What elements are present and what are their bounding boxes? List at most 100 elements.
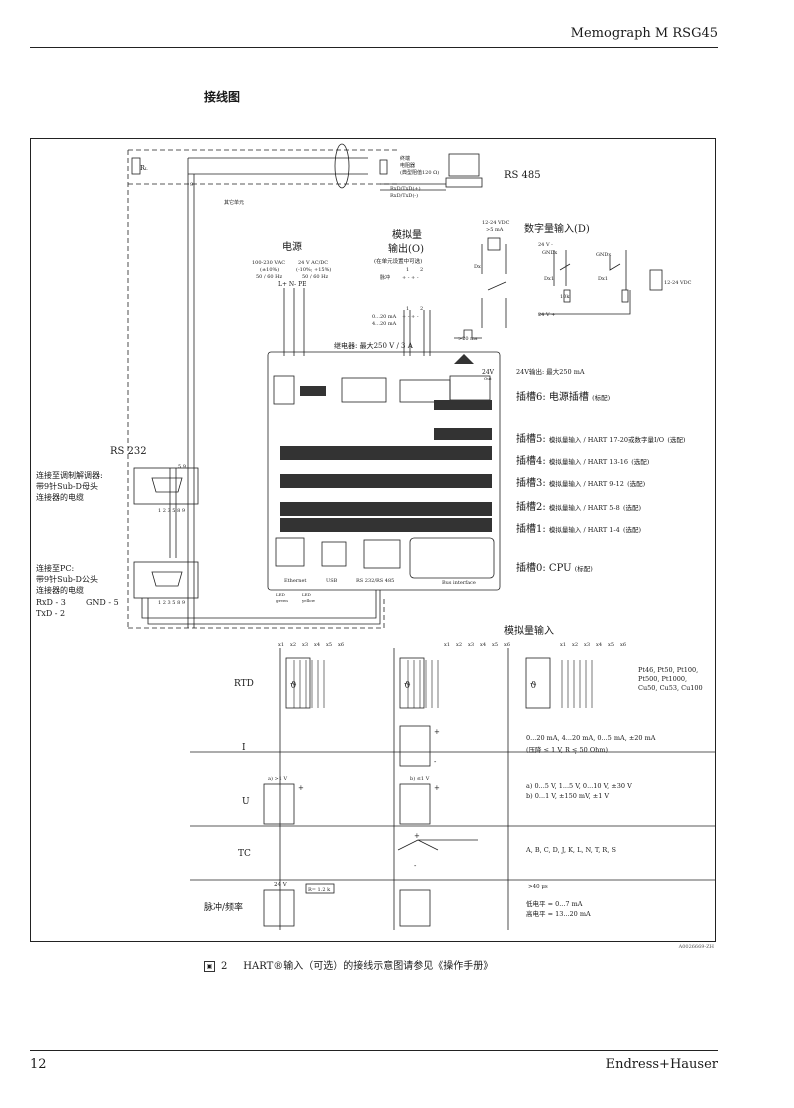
- din-24neg: 24 V -: [538, 242, 553, 248]
- ain-terminal-x6-c: x6: [620, 642, 626, 648]
- device-24v: 24V: [482, 369, 495, 376]
- brand-name: Endress+Hauser: [605, 1057, 718, 1072]
- power-dc-2: (-10%; +15%): [296, 266, 331, 273]
- rtd-type-2: Pt500, Pt1000,: [638, 675, 687, 683]
- tc-types: A, B, C, D, J, K, L, N, T, R, S: [525, 846, 616, 854]
- out24-label: 24V输出: 最大250 mA: [516, 367, 585, 376]
- port-bus: Bus interface: [442, 580, 476, 586]
- aout-polarity-a: + - + -: [402, 275, 419, 281]
- aout-title-1: 模拟量: [392, 228, 422, 241]
- i-label: I: [242, 743, 246, 753]
- ain-terminal-x3-c: x3: [584, 642, 590, 648]
- ain-terminal-x1-b: x1: [444, 642, 450, 648]
- modem-line-3: 连接器的电缆: [36, 492, 84, 502]
- ain-terminal-x4-c: x4: [596, 642, 602, 648]
- pc-line-2: 带9针Sub-D公头: [36, 574, 98, 584]
- i-note: (压降 ≤ 1 V, R ≤ 50 Ohm): [526, 745, 608, 754]
- terminator-1: 终端: [400, 155, 410, 162]
- led-yellow: yellow: [301, 598, 316, 603]
- din-title: 数字量输入(D): [524, 222, 590, 235]
- din-supply: 12-24 VDC: [482, 220, 510, 226]
- i-note-sub: i: [575, 750, 577, 755]
- power-terminals: L+ N- PE: [278, 281, 307, 288]
- rtd-type-1: Pt46, Pt50, Pt100,: [638, 666, 698, 674]
- power-ac-3: 50 / 60 Hz: [256, 274, 283, 280]
- slot6-label: 插槽6: 电源插槽 (标配): [516, 390, 611, 403]
- u-b-label: b) ≤1 V: [410, 775, 430, 782]
- ain-terminal-x3-b: x3: [468, 642, 474, 648]
- ain-terminal-x1: x1: [278, 642, 284, 648]
- rtd-label: RTD: [234, 679, 254, 689]
- ain-terminal-x5-b: x5: [492, 642, 498, 648]
- port-ethernet: Ethernet: [284, 578, 306, 584]
- header-product: Memograph M RSG45: [570, 26, 718, 41]
- u-plus-b: +: [434, 784, 440, 792]
- din-dx1: Dx1: [544, 276, 554, 282]
- din-supply-2: >5 mA: [486, 227, 504, 233]
- caption-text: HART®输入（可选）的接线示意图请参见《操作手册》: [243, 961, 494, 972]
- tc-minus: -: [414, 862, 417, 870]
- slot2-label: 插槽2: 模拟量输入 / HART 5-8 (选配): [516, 500, 641, 513]
- ain-terminal-x3: x3: [302, 642, 308, 648]
- aout-pulse: 脉冲: [380, 274, 390, 281]
- din-gndx: GNDx: [542, 250, 557, 256]
- tc-plus: +: [414, 832, 420, 840]
- pc-line-3: 连接器的电缆: [36, 585, 84, 595]
- reference-code: A0026669-ZH: [678, 944, 714, 950]
- slot4-label: 插槽4: 模拟量输入 / HART 13-16 (选配): [516, 454, 650, 467]
- power-ac-1: 100-230 VAC: [252, 260, 285, 266]
- ain-title: 模拟量输入: [504, 624, 554, 637]
- rtd-theta-1: ϑ: [290, 681, 297, 691]
- ain-terminal-x4: x4: [314, 642, 320, 648]
- u-a-label: a) >1 V: [268, 775, 287, 782]
- slot1-label: 插槽1: 模拟量输入 / HART 1-4 (选配): [516, 522, 641, 535]
- device-24v-out: Out: [484, 376, 492, 381]
- power-title: 电源: [282, 240, 302, 253]
- i-range: 0...20 mA, 4...20 mA, 0...5 mA, ±20 mA: [526, 734, 656, 742]
- ain-terminal-x2: x2: [290, 642, 296, 648]
- aout-ma1: 0...20 mA: [372, 314, 397, 320]
- page-number: 12: [30, 1057, 47, 1072]
- rtd-type-3: Cu50, Cu53, Cu100: [638, 684, 703, 692]
- rs232-title: RS 232: [110, 446, 147, 457]
- rs485-label: RS 485: [504, 170, 541, 181]
- din-24pos: 24 V +: [538, 312, 555, 318]
- slot3-label: 插槽3: 模拟量输入 / HART 9-12 (选配): [516, 476, 646, 489]
- slot5-label: 插槽5: 模拟量输入 / HART 17-20或数字量I/O (选配): [516, 432, 686, 445]
- other-unit: 其它单元: [224, 199, 244, 206]
- rtd-theta-3: ϑ: [530, 681, 537, 691]
- u-range-a: a) 0...5 V, 1...5 V, 0...10 V, ±30 V: [526, 782, 632, 790]
- ain-terminal-x2-c: x2: [572, 642, 578, 648]
- u-plus-a: +: [298, 784, 304, 792]
- aout-ma2: 4...20 mA: [372, 321, 397, 327]
- led-label-b: LED: [302, 592, 311, 597]
- led-green: green: [276, 598, 288, 603]
- pulse-label: 脉冲/频率: [204, 901, 243, 913]
- rxd-neg: RxD/TxD(-): [390, 192, 418, 199]
- ain-terminal-x4-b: x4: [480, 642, 486, 648]
- ain-terminal-x6-b: x6: [504, 642, 510, 648]
- rtd-theta-2: ϑ: [404, 681, 411, 691]
- terminator-3: (典型阻值120 Ω): [400, 169, 439, 176]
- aout-num1: 1: [406, 267, 409, 273]
- port-usb: USB: [326, 578, 338, 584]
- power-dc-1: 24 V AC/DC: [298, 260, 328, 266]
- din-gndx-right: GNDx: [596, 252, 611, 258]
- power-dc-3: 50 / 60 Hz: [302, 274, 329, 280]
- relay-label: 继电器: 最大250 V / 3 A: [334, 341, 414, 350]
- din-10k: 10k: [560, 294, 570, 300]
- pulse-time-in: >40 μs: [528, 884, 548, 890]
- figure-number: 2: [221, 961, 228, 972]
- tc-label: TC: [238, 849, 251, 859]
- pulse-24v: 24 V: [274, 882, 288, 888]
- ain-terminal-x1-c: x1: [560, 642, 566, 648]
- pins-top-a: 5 9: [178, 464, 186, 470]
- i-minus: -: [434, 758, 437, 766]
- wiring-diagram: RL 9 其它单元 终端 电阻器 (典型阻值120 Ω) RxD/TxD(+) …: [36, 143, 716, 930]
- led-label-a: LED: [276, 592, 285, 597]
- pulse-low: 低电平 = 0...7 mA: [526, 899, 583, 908]
- footer-rule: [30, 1050, 718, 1051]
- header-rule: [30, 47, 718, 48]
- aout-note: (在单元设置中可选): [374, 257, 422, 265]
- din-dx: Dx: [474, 264, 481, 270]
